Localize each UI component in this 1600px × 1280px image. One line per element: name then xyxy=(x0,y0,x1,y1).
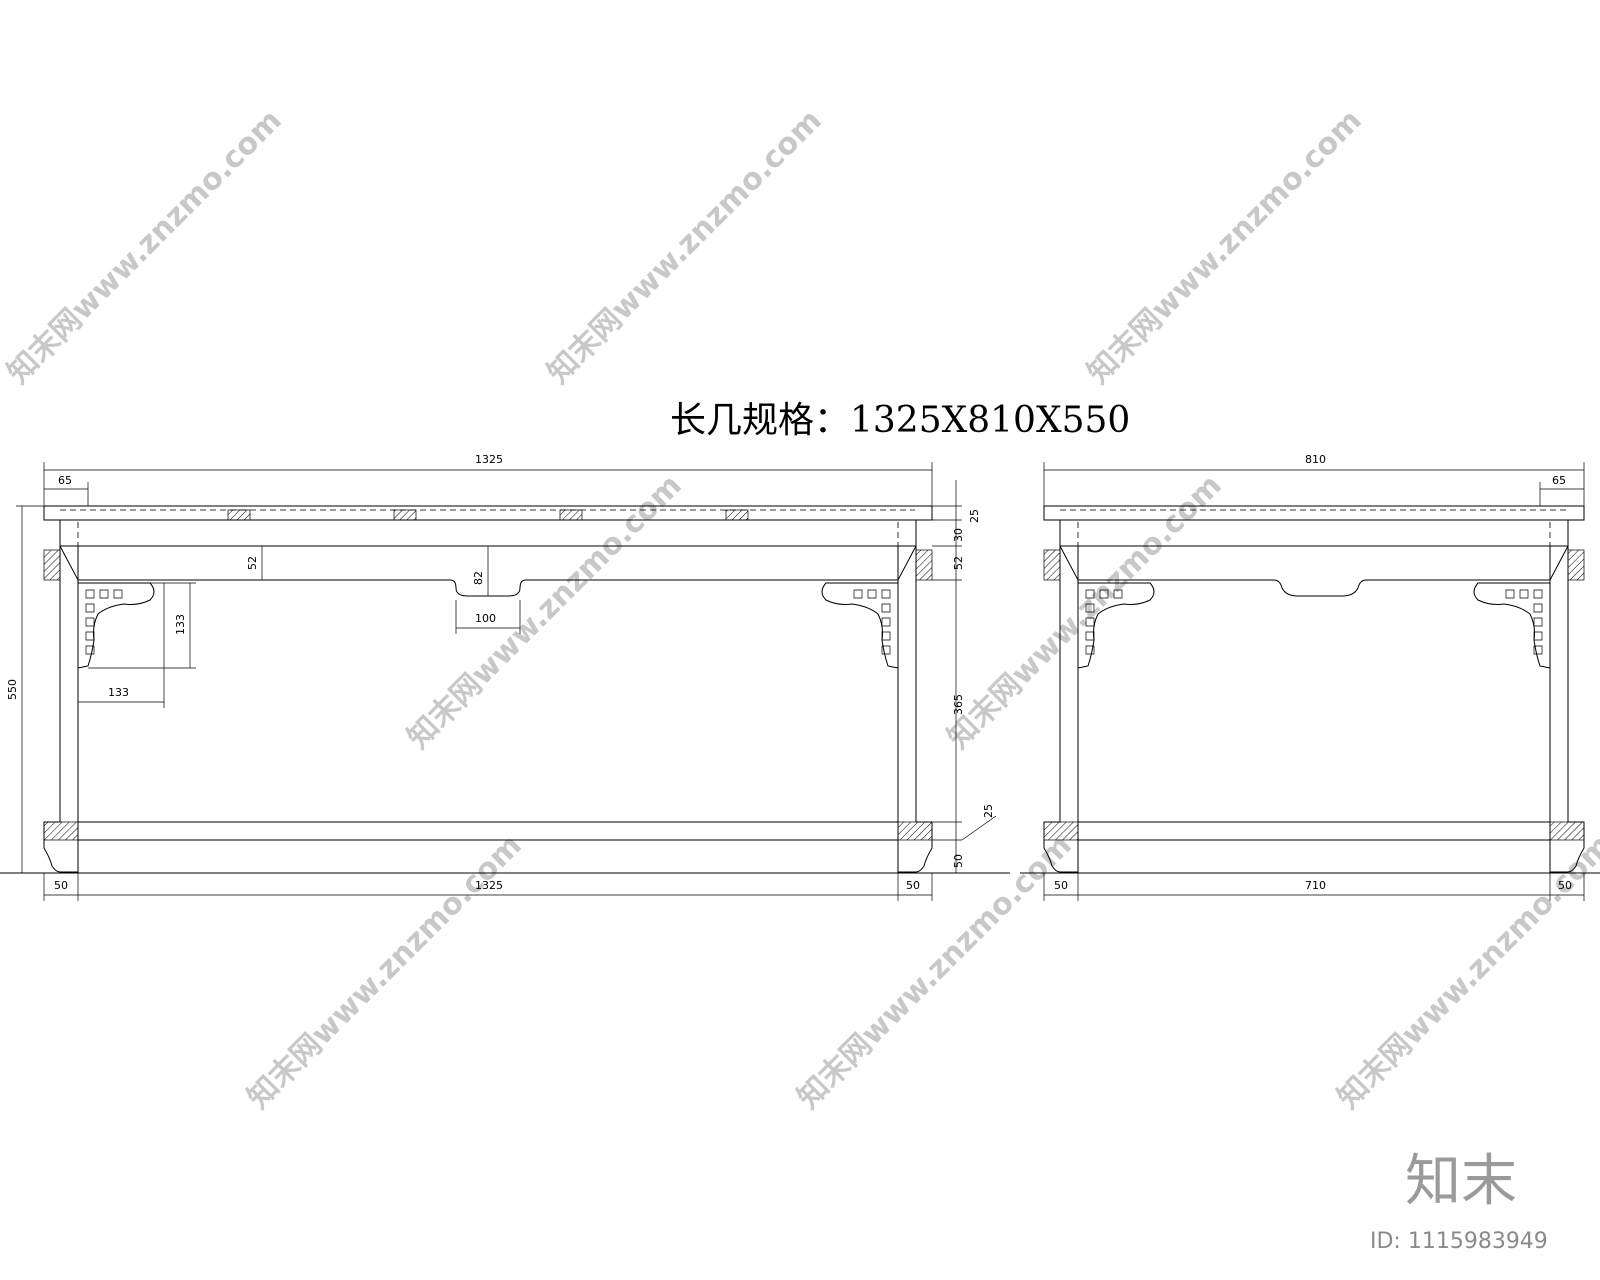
joint-hatch xyxy=(227,509,251,521)
joint-hatch xyxy=(725,509,749,521)
front-view: 1325 65 550 52 82 100 133 xyxy=(0,453,1010,901)
dim-label: 550 xyxy=(6,679,19,700)
bottom-stretcher xyxy=(1077,821,1551,841)
watermark-text: 知末网www.znzmo.com xyxy=(541,103,829,391)
right-corner-bracket xyxy=(821,582,899,669)
dim-label: 133 xyxy=(174,614,187,635)
side-dimensions: 810 65 50 710 50 xyxy=(1043,453,1585,901)
watermark-text: 知末网www.znzmo.com xyxy=(941,468,1229,756)
corner-hatch xyxy=(43,821,79,841)
dim-label: 1325 xyxy=(475,453,503,466)
right-leg xyxy=(1549,545,1585,873)
watermark-text: 知末网www.znzmo.com xyxy=(401,468,689,756)
watermarks: 知末网www.znzmo.com 知末网www.znzmo.com 知末网www… xyxy=(1,103,1600,1116)
dim-label: 65 xyxy=(1552,474,1566,487)
joint-hatch xyxy=(393,509,417,521)
watermark-text: 知末网www.znzmo.com xyxy=(791,828,1079,1116)
dim-label: 52 xyxy=(246,556,259,570)
left-leg xyxy=(43,545,79,873)
dim-label: 50 xyxy=(952,854,965,868)
left-corner-bracket xyxy=(1077,582,1155,669)
right-corner-bracket xyxy=(1473,582,1551,669)
corner-hatch xyxy=(1043,549,1061,581)
corner-hatch xyxy=(43,549,61,581)
dim-label: 65 xyxy=(58,474,72,487)
dim-label: 365 xyxy=(952,694,965,715)
dim-label: 50 xyxy=(1558,879,1572,892)
drawing-title: 长几规格：1325X810X550 xyxy=(670,400,1130,441)
brand-logo: 知末 xyxy=(1405,1149,1517,1214)
right-leg xyxy=(897,545,933,873)
corner-hatch xyxy=(1567,549,1585,581)
watermark-text: 知末网www.znzmo.com xyxy=(1081,103,1369,391)
tabletop xyxy=(43,505,933,521)
side-view: 810 65 50 710 50 xyxy=(1020,453,1600,901)
dim-label: 25 xyxy=(982,804,995,818)
dim-label: 52 xyxy=(952,556,965,570)
bottom-stretcher xyxy=(77,821,899,841)
dim-label: 50 xyxy=(906,879,920,892)
left-corner-bracket xyxy=(77,582,155,669)
corner-hatch xyxy=(915,549,933,581)
corner-hatch xyxy=(897,821,933,841)
dim-label: 710 xyxy=(1305,879,1326,892)
dim-label: 100 xyxy=(475,612,496,625)
dim-label: 50 xyxy=(1054,879,1068,892)
waist xyxy=(59,519,917,547)
watermark-text: 知末网www.znzmo.com xyxy=(1331,828,1600,1116)
apron xyxy=(77,545,899,597)
front-dimensions: 1325 65 550 52 82 100 133 xyxy=(6,453,997,901)
dim-label: 82 xyxy=(472,571,485,585)
dim-label: 133 xyxy=(108,686,129,699)
dim-label: 50 xyxy=(54,879,68,892)
dim-label: 810 xyxy=(1305,453,1326,466)
watermark-text: 知末网www.znzmo.com xyxy=(1,103,289,391)
corner-hatch xyxy=(1549,821,1585,841)
dim-label: 25 xyxy=(968,509,981,523)
dim-label: 30 xyxy=(952,528,965,542)
watermark-text: 知末网www.znzmo.com xyxy=(241,828,529,1116)
apron xyxy=(1077,545,1551,597)
left-leg xyxy=(1043,545,1079,873)
dim-label: 1325 xyxy=(475,879,503,892)
corner-hatch xyxy=(1043,821,1079,841)
image-id: ID: 1115983949 xyxy=(1370,1229,1548,1254)
tabletop xyxy=(1043,505,1585,521)
joint-hatch xyxy=(559,509,583,521)
